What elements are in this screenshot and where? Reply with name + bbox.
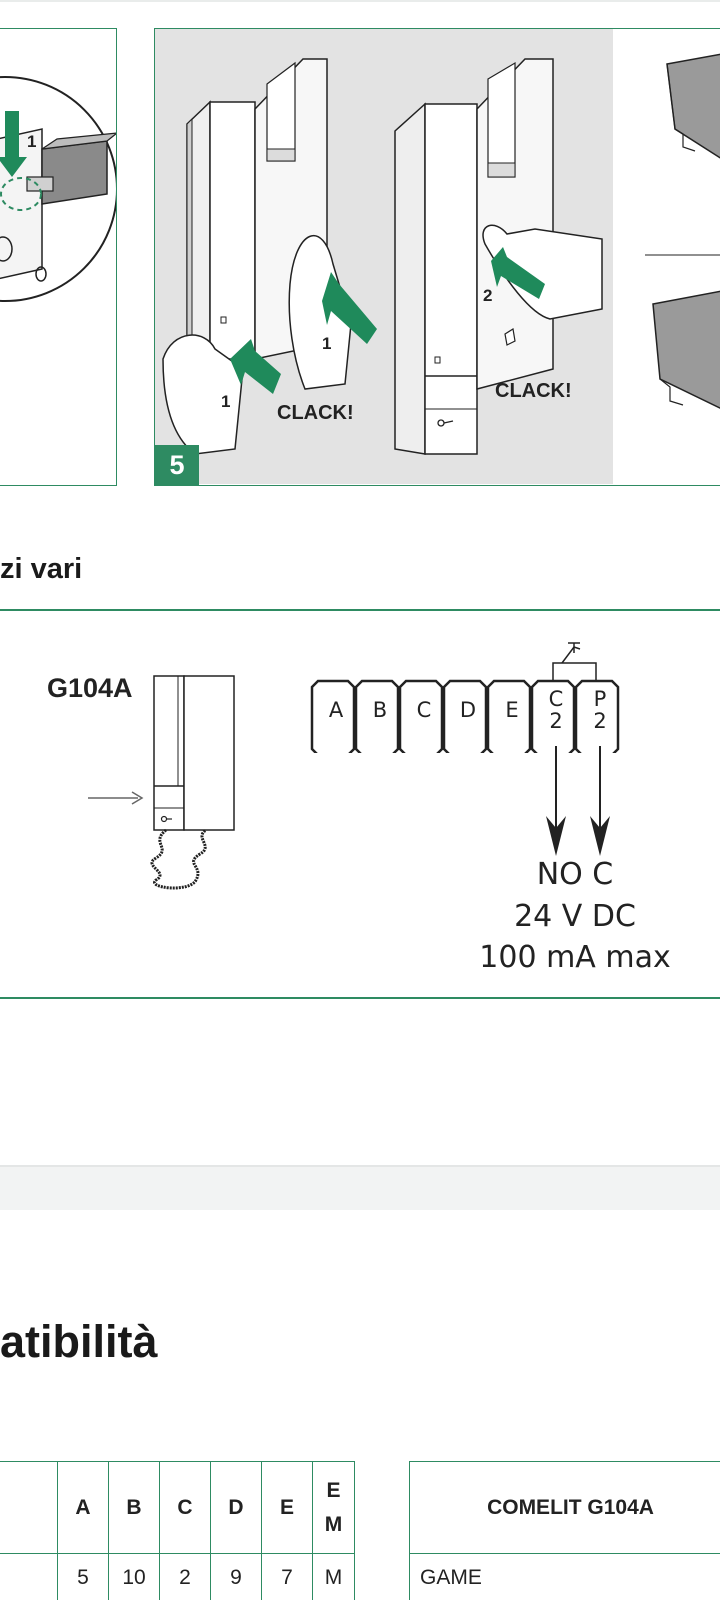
table-cell: 9: [210, 1553, 262, 1600]
terminal-outline: [310, 642, 620, 753]
terminal-d: D: [444, 673, 492, 747]
step-one-label-b: 1: [322, 334, 331, 353]
table-cell: [0, 1553, 58, 1600]
table-header-cell: B: [108, 1461, 160, 1554]
terminal-c2-bottom: 2: [549, 709, 563, 733]
model-label: G104A: [47, 673, 133, 703]
voltage-rating: 24 V DC: [514, 899, 636, 934]
output-arrows: [546, 746, 610, 856]
clack-label-b: CLACK!: [495, 380, 572, 402]
terminal-p2-top: P: [593, 687, 607, 711]
wiring-diagram-panel: [0, 609, 720, 999]
header-m: M: [324, 1512, 343, 1536]
table-cell: GAME: [409, 1553, 720, 1600]
step-number-badge: 5: [155, 445, 199, 485]
model-table-header: COMELIT G104A: [409, 1461, 720, 1554]
table-header-cell: E: [261, 1461, 313, 1554]
install-step-panel: 1 1 CLACK! 2 CLACK! 5: [154, 28, 720, 486]
table-cell: 5: [57, 1553, 109, 1600]
table-cell: M: [312, 1553, 355, 1600]
handset-icon: [88, 675, 235, 890]
table-cell: 2: [159, 1553, 211, 1600]
terminal-c: C: [400, 673, 448, 747]
terminal-b: B: [356, 673, 404, 747]
table-cell: 7: [261, 1553, 313, 1600]
compatibility-heading: atibilità: [0, 1316, 158, 1367]
header-e: E: [326, 1478, 341, 1502]
handset-mounting-illustration: 1 1 CLACK! 2 CLACK!: [162, 53, 720, 455]
terminal-c-label: C: [416, 698, 432, 722]
terminal-b-label: B: [372, 698, 388, 722]
table-row: GAME: [409, 1553, 720, 1600]
terminal-e-label: E: [505, 698, 519, 722]
wall-bracket-illustration: 1: [0, 76, 116, 302]
terminal-a: A: [312, 673, 360, 747]
terminal-c2-top: C: [548, 687, 564, 711]
model-table: COMELIT G104A GAME: [409, 1461, 720, 1600]
current-rating: 100 mA max: [479, 940, 671, 975]
step-one-label: 1: [27, 132, 36, 151]
step-two-label: 2: [483, 286, 492, 305]
terminal-e: E: [488, 673, 536, 747]
step-one-label-a: 1: [221, 392, 230, 411]
terminal-p2-bottom: 2: [593, 709, 607, 733]
table-header-cell: [0, 1461, 58, 1554]
top-divider: [0, 0, 720, 2]
table-header-cell: D: [210, 1461, 262, 1554]
clack-label-a: CLACK!: [277, 402, 354, 424]
section-separator: [0, 1165, 720, 1210]
terminal-d-label: D: [459, 698, 477, 722]
table-row: 5 10 2 9 7 M: [0, 1553, 355, 1600]
install-detail-panel: 1: [0, 28, 117, 486]
table-header-cell: C: [159, 1461, 211, 1554]
table-cell: 10: [108, 1553, 160, 1600]
contact-label: NO C: [536, 857, 614, 892]
table-header-cell: A: [57, 1461, 109, 1554]
section-heading: zi vari: [0, 553, 83, 585]
terminal-a-label: A: [328, 698, 344, 722]
